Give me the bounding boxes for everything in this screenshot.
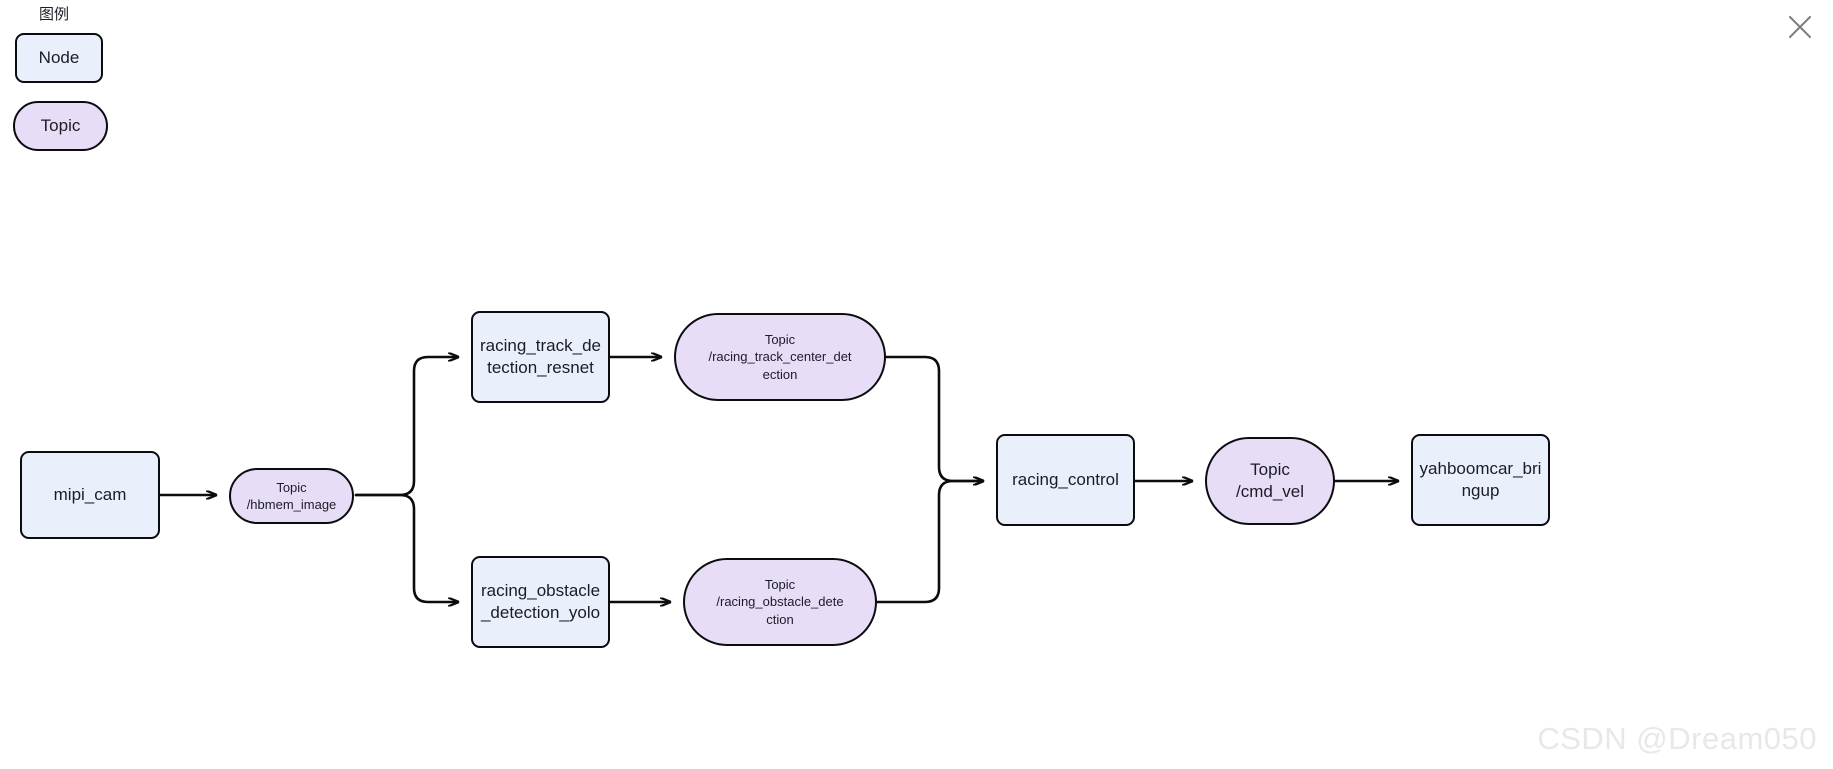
topic-hbmem_image[interactable]: Topic /hbmem_image (229, 468, 354, 524)
node-yahboomcar_bringup[interactable]: yahboomcar_bri ngup (1411, 434, 1550, 526)
node-yahboomcar_bringup-label: yahboomcar_bri ngup (1419, 458, 1542, 500)
legend-item-node-label: Node (38, 48, 80, 67)
edge-hbmem_image-to-racing_track_detection_resnet (354, 357, 460, 497)
node-racing_control-label: racing_control (1012, 469, 1119, 489)
node-racing_control[interactable]: racing_control (996, 434, 1135, 526)
legend-item-topic-label: Topic (40, 116, 81, 135)
topic-hbmem_image-label: Topic /hbmem_image (246, 479, 337, 512)
legend-item-topic: Topic (13, 101, 108, 151)
topic-cmd_vel-label: Topic /cmd_vel (1235, 459, 1305, 501)
close-button[interactable] (1783, 10, 1817, 44)
edge-hbmem_image-to-racing_obstacle_detection_yolo (354, 493, 460, 602)
legend-item-node: Node (15, 33, 103, 83)
topic-racing_obstacle_detection[interactable]: Topic /racing_obstacle_dete ction (683, 558, 877, 646)
edge-racing_track_center_detection-to-racing_control (884, 355, 985, 481)
close-icon (1788, 15, 1812, 39)
node-racing_track_detection_resnet-label: racing_track_de tection_resnet (480, 335, 601, 377)
node-mipi_cam-label: mipi_cam (53, 484, 127, 504)
edge-racing_obstacle_detection-to-racing_control (875, 481, 985, 604)
watermark: CSDN @Dream050 (1537, 721, 1817, 756)
topic-cmd_vel[interactable]: Topic /cmd_vel (1205, 437, 1335, 525)
legend-title: 图例 (39, 6, 70, 23)
node-racing_obstacle_detection_yolo-label: racing_obstacle _detection_yolo (480, 580, 601, 622)
node-mipi_cam[interactable]: mipi_cam (20, 451, 160, 539)
node-racing_track_detection_resnet[interactable]: racing_track_de tection_resnet (471, 311, 610, 403)
topic-racing_obstacle_detection-label: Topic /racing_obstacle_dete ction (716, 577, 844, 627)
node-racing_obstacle_detection_yolo[interactable]: racing_obstacle _detection_yolo (471, 556, 610, 648)
topic-racing_track_center_detection-label: Topic /racing_track_center_det ection (708, 332, 852, 382)
topic-racing_track_center_detection[interactable]: Topic /racing_track_center_det ection (674, 313, 886, 401)
